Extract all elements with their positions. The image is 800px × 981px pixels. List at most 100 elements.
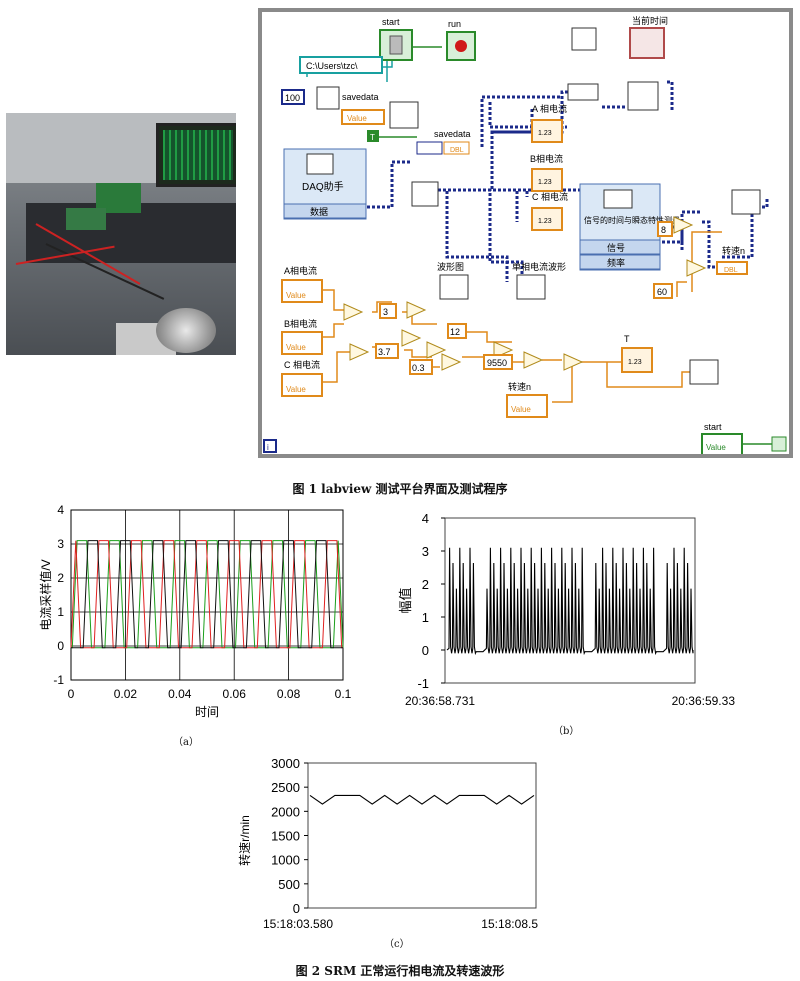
y-tick-label: 4 — [57, 503, 64, 517]
T-label: T — [624, 334, 630, 344]
y-axis-label: 转速r/min — [237, 815, 252, 866]
plot-area — [307, 762, 537, 909]
labview-block-diagram: start run C:\Users\tzc\ 100 savedata Val… — [258, 8, 793, 458]
chart-b-single-waveform: -1 0 1 2 3 4 幅值 20:36:58.731 20:36:59.33 — [398, 511, 736, 708]
savedata2-label: savedata — [434, 129, 471, 139]
photo-desk — [26, 203, 236, 263]
series-line — [71, 540, 343, 649]
test-bench-photo — [6, 113, 236, 355]
subcaption-c: （c） — [384, 939, 410, 950]
daq-title: DAQ助手 — [302, 180, 344, 193]
x-end-label: 15:18:08.5 — [481, 917, 538, 930]
y-tick-label: 2 — [422, 577, 429, 592]
svg-text:8: 8 — [661, 225, 666, 235]
signal-port: 信号 — [607, 242, 625, 253]
chart-c-speed: 050010001500200025003000转速r/min15:18:03.… — [237, 756, 538, 930]
y-axis-label: 电流采样值/V — [38, 559, 53, 630]
a-current-indicator-label: A 相电流 — [532, 103, 567, 114]
y-tick-label: 1 — [422, 610, 429, 625]
subcaption-a: （a） — [173, 737, 199, 748]
y-axis-label: 幅值 — [398, 587, 413, 613]
x-tick-label: 0.04 — [168, 687, 192, 701]
signal-measure-title: 信号的时间与瞬态特性测量 — [584, 215, 680, 225]
svg-text:12: 12 — [450, 327, 460, 337]
savedata-label: savedata — [342, 92, 379, 102]
c-current-indicator-label: C 相电流 — [532, 191, 568, 202]
figure2-caption: 图 2 SRM 正常运行相电流及转速波形 — [295, 964, 505, 978]
y-tick-label: 3 — [57, 537, 64, 551]
y-tick-label: 3 — [422, 544, 429, 559]
x-end-label: 20:36:59.33 — [672, 694, 736, 708]
x-tick-label: 0.1 — [335, 687, 352, 701]
freq-port: 频率 — [607, 257, 625, 268]
split-signals-node — [411, 181, 439, 207]
svg-text:1.23: 1.23 — [628, 359, 642, 366]
svg-text:0.3: 0.3 — [412, 363, 425, 373]
start-label: start — [382, 17, 400, 27]
speed-n-label: 转速n — [722, 245, 745, 256]
photo-circuit-board-2 — [66, 208, 106, 230]
y-tick-label: 1 — [57, 605, 64, 619]
chart-a-phase-current: -1 0 1 2 3 4 0 0.02 0.04 0.06 0.08 0.1 时间 电流采样值/V — [38, 503, 352, 719]
a-current-control-label: A相电流 — [284, 265, 317, 276]
svg-text:Value: Value — [286, 343, 306, 352]
svg-text:Value: Value — [511, 405, 531, 414]
svg-text:1.23: 1.23 — [538, 130, 552, 137]
svg-text:i: i — [267, 443, 269, 452]
svg-text:Value: Value — [706, 443, 726, 452]
constant-100-label: 100 — [285, 93, 300, 103]
write-file-icon — [389, 101, 419, 129]
y-tick-label: 2 — [57, 571, 64, 585]
y-tick-label: 500 — [278, 877, 300, 892]
speed-n2-label: 转速n — [508, 381, 531, 392]
true-constant — [367, 130, 379, 142]
y-tick-label: 2000 — [271, 804, 300, 819]
svg-text:1.23: 1.23 — [538, 179, 552, 186]
savedata-value: Value — [347, 114, 367, 123]
svg-text:DBL: DBL — [450, 147, 464, 154]
y-tick-label: 2500 — [271, 780, 300, 795]
photo-motor — [156, 308, 216, 353]
x-tick-label: 0.06 — [223, 687, 247, 701]
waveform-chart-label: 波形图 — [437, 261, 464, 272]
svg-text:1.23: 1.23 — [538, 218, 552, 225]
svg-text:Value: Value — [286, 291, 306, 300]
y-tick-label: 0 — [422, 643, 429, 658]
svg-text:3: 3 — [383, 307, 388, 317]
y-tick-label: 1500 — [271, 829, 300, 844]
start2-label: start — [704, 422, 722, 432]
savedata-subvi-icon — [316, 86, 340, 110]
photo-monitor — [156, 123, 236, 187]
b-current-indicator-label: B相电流 — [530, 153, 563, 164]
subcaption-b: （b） — [553, 726, 580, 737]
y-tick-label: 0 — [57, 639, 64, 653]
waveform-line — [446, 547, 694, 656]
x-start-label: 20:36:58.731 — [405, 694, 475, 708]
svg-text:3.7: 3.7 — [378, 347, 391, 357]
y-tick-label: -1 — [53, 673, 64, 687]
x-tick-label: 0 — [68, 687, 75, 701]
speed-line — [309, 794, 535, 805]
b-current-control-label: B相电流 — [284, 318, 317, 329]
svg-text:T: T — [370, 133, 375, 142]
y-tick-label: 0 — [293, 901, 300, 916]
run-label: run — [448, 19, 461, 29]
x-axis-label: 时间 — [195, 705, 219, 719]
svg-text:60: 60 — [657, 287, 667, 297]
plot-area — [70, 509, 344, 681]
figure1-caption: 图 1 labview 测试平台界面及测试程序 — [292, 482, 508, 496]
x-tick-label: 0.02 — [114, 687, 138, 701]
path-constant — [299, 56, 383, 74]
y-tick-label: 3000 — [271, 756, 300, 771]
plot-area — [444, 517, 696, 684]
daq-data-port: 数据 — [310, 206, 328, 217]
svg-text:Value: Value — [286, 385, 306, 394]
y-tick-label: -1 — [417, 676, 429, 691]
svg-text:9550: 9550 — [487, 358, 507, 368]
y-tick-label: 1000 — [271, 853, 300, 868]
single-wave-label: 单相电流波形 — [512, 261, 566, 272]
x-tick-label: 0.08 — [277, 687, 301, 701]
constant-100 — [281, 89, 305, 105]
y-tick-label: 4 — [422, 511, 429, 526]
path-label: C:\Users\tzc\ — [306, 61, 358, 71]
